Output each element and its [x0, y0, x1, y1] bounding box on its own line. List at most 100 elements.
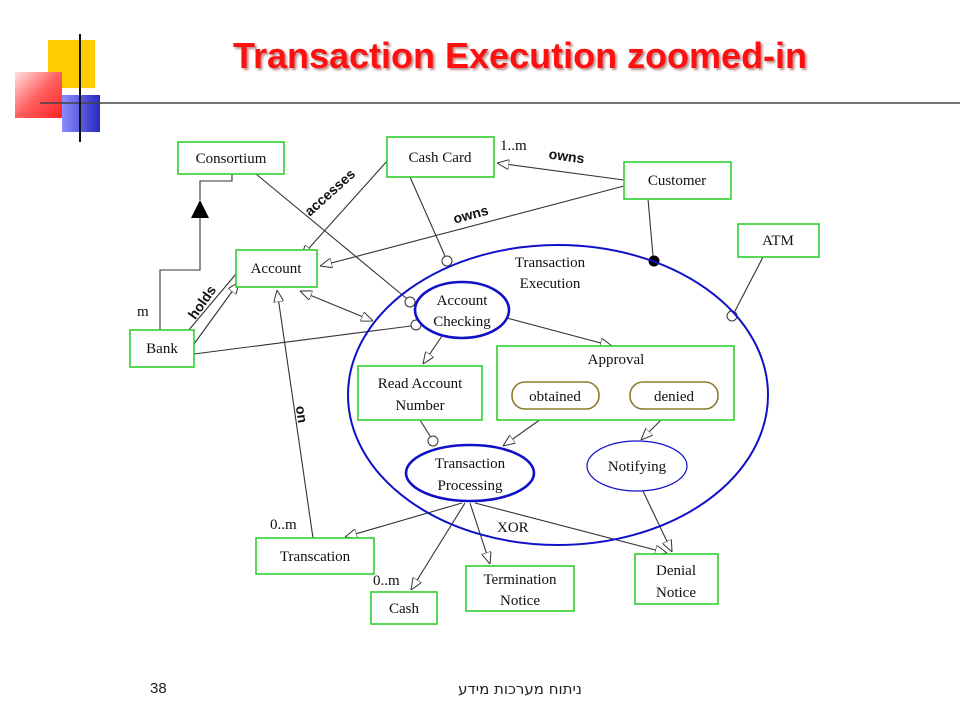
notifying-label: Notifying: [608, 459, 667, 475]
process-notifying: Notifying: [586, 440, 688, 492]
owns-card-label: owns: [548, 146, 586, 167]
denial-notice-label-line1: Denial: [656, 563, 696, 579]
link-bank-account-b: [193, 282, 239, 345]
read-account-number-label-line2: Number: [395, 398, 444, 414]
state-denied: denied: [629, 381, 719, 410]
object-bank: Bank: [129, 329, 195, 368]
page-number: 38: [150, 680, 167, 697]
transcation-box: [255, 537, 375, 575]
account-checking-ellipse: [413, 280, 511, 340]
link-notifying-denial-notice: [642, 490, 672, 552]
account-box: [235, 249, 318, 288]
denied-state-label: denied: [654, 389, 694, 405]
read-account-number-box: [357, 365, 483, 421]
customer-label: Customer: [648, 173, 706, 189]
cash-box: [370, 591, 438, 625]
link-processing-transcation: [345, 502, 463, 537]
accesses-label: accesses: [301, 165, 358, 219]
atm-label: ATM: [762, 233, 794, 249]
account-checking-label-line2: Checking: [433, 314, 491, 330]
object-atm: ATM: [737, 223, 820, 258]
object-termination-notice: Termination Notice: [465, 565, 575, 612]
slide-title: Transaction Execution zoomed-in: [232, 35, 808, 76]
transaction-execution-ellipse: [347, 244, 769, 546]
transaction-execution-label-line2: Execution: [520, 276, 581, 292]
process-transaction-processing: Transaction Processing: [404, 443, 536, 503]
denial-notice-label-line2: Notice: [656, 585, 696, 601]
bank-multiplicity-label: m: [137, 304, 149, 320]
link-customer-transaction-execution: [647, 198, 654, 257]
transaction-processing-label-line1: Transaction: [435, 456, 506, 472]
cash-multiplicity-label: 0..m: [373, 573, 400, 589]
obtained-state-label: obtained: [529, 389, 581, 405]
link-consortium-bank: [159, 174, 233, 330]
link-customer-cash-card: [497, 163, 625, 181]
transaction-processing-label-line2: Processing: [438, 478, 503, 494]
link-bank-account-checking: [193, 325, 412, 355]
on-label: on: [293, 405, 311, 424]
object-cash-card: Cash Card: [386, 136, 495, 178]
object-denial-notice: Denial Notice: [634, 553, 719, 605]
link-atm-transaction-execution: [734, 256, 764, 312]
termination-notice-box: [465, 565, 575, 612]
account-label: Account: [251, 261, 303, 277]
object-cash: Cash: [370, 591, 438, 625]
specialization-triangle: [191, 200, 209, 218]
object-transcation: Transcation: [255, 537, 375, 575]
obtained-state-box: [511, 381, 600, 410]
cash-label: Cash: [389, 601, 420, 617]
denial-notice-box: [634, 553, 719, 605]
link-account-checking-read-account-number: [423, 335, 443, 364]
consortium-label: Consortium: [196, 151, 267, 167]
card-multiplicity-label: 1..m: [500, 138, 527, 154]
object-customer: Customer: [623, 161, 732, 200]
deco-red-square: [15, 72, 62, 118]
state-obtained: obtained: [511, 381, 600, 410]
transcation-label: Transcation: [280, 549, 351, 565]
structural-line-lower: [159, 218, 201, 330]
atm-box: [737, 223, 820, 258]
link-cash-card-transaction-execution: [409, 176, 446, 257]
process-account-checking: Account Checking: [413, 280, 511, 340]
process-transaction-execution: Transaction Execution: [347, 244, 769, 546]
link-processing-denial-notice: [474, 502, 667, 553]
footer-text: ניתוח מערכות מידע: [458, 680, 582, 698]
object-read-account-number: Read Account Number: [357, 365, 483, 421]
link-account-checking-approval: [506, 317, 612, 346]
object-account: Account: [235, 249, 318, 288]
structural-line-upper: [199, 174, 233, 200]
cash-card-label: Cash Card: [409, 150, 472, 166]
link-processing-cash: [411, 502, 466, 590]
customer-box: [623, 161, 732, 200]
termination-notice-label-line2: Notice: [500, 593, 540, 609]
termination-notice-label-line1: Termination: [483, 572, 557, 588]
transaction-processing-ellipse: [404, 443, 536, 503]
approval-label: Approval: [588, 352, 645, 368]
link-consortium-account-checking: [255, 173, 407, 299]
link-customer-account: [320, 185, 625, 266]
bank-label: Bank: [146, 341, 178, 357]
link-transcation-account: [277, 290, 314, 539]
read-account-number-label-line1: Read Account: [378, 376, 463, 392]
object-approval: Approval obtained denied: [496, 345, 735, 421]
xor-label: XOR: [497, 520, 529, 536]
instrument-circle-cash-card: [441, 255, 453, 267]
bank-box: [129, 329, 195, 368]
link-read-account-number-processing: [419, 419, 431, 437]
denied-state-box: [629, 381, 719, 410]
consortium-box: [177, 141, 285, 175]
transaction-execution-label-line1: Transaction: [515, 255, 586, 271]
cash-card-box: [386, 136, 495, 178]
object-consortium: Consortium: [177, 141, 285, 175]
links: [159, 159, 764, 590]
notifying-ellipse: [586, 440, 688, 492]
decoration: [15, 34, 960, 142]
account-checking-label-line1: Account: [437, 293, 489, 309]
instrument-circle-consortium: [404, 296, 416, 308]
transcation-multiplicity-label: 0..m: [270, 517, 297, 533]
link-account-account-checking: [300, 291, 373, 321]
instrument-circle-read-account-number: [427, 435, 439, 447]
link-cash-card-account: [301, 159, 389, 257]
